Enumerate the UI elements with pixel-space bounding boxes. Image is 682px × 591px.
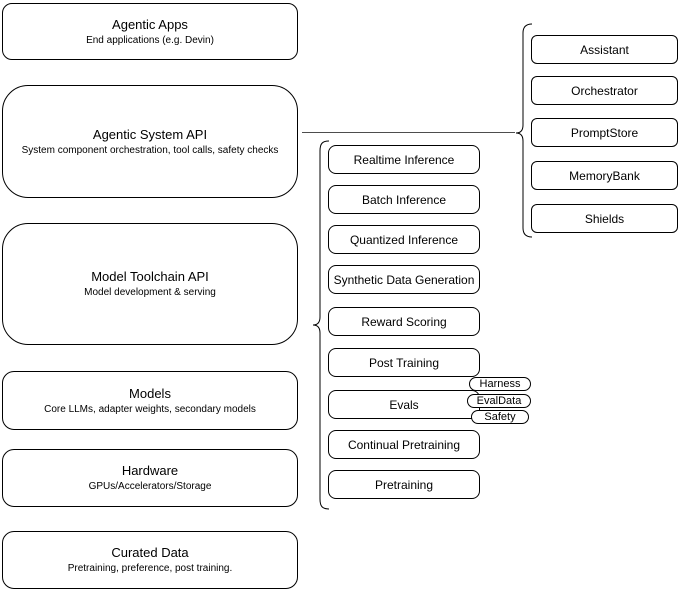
node-quantized-inference[interactable]: Quantized Inference [328,225,480,254]
tag-label: EvalData [476,395,522,407]
node-batch-inference[interactable]: Batch Inference [328,185,480,214]
node-orchestrator[interactable]: Orchestrator [531,76,678,105]
node-models[interactable]: Models Core LLMs, adapter weights, secon… [2,371,298,430]
node-label: Reward Scoring [361,314,447,329]
node-title: Hardware [121,463,179,478]
node-label: Assistant [580,42,629,57]
brace-toolchain-items [312,140,330,510]
node-agentic-apps[interactable]: Agentic Apps End applications (e.g. Devi… [2,3,298,60]
node-title: Agentic Apps [112,16,188,32]
node-hardware[interactable]: Hardware GPUs/Accelerators/Storage [2,449,298,507]
node-model-toolchain-api[interactable]: Model Toolchain API Model development & … [2,223,298,345]
node-subtitle: End applications (e.g. Devin) [86,34,214,46]
node-label: Realtime Inference [353,152,455,167]
tag-safety[interactable]: Safety [471,410,529,424]
node-label: PromptStore [570,125,639,140]
node-evals[interactable]: Evals [328,390,480,419]
node-subtitle: System component orchestration, tool cal… [21,144,279,156]
node-memorybank[interactable]: MemoryBank [531,161,678,190]
tag-label: Safety [484,411,516,423]
node-subtitle: Model development & serving [84,287,216,298]
node-subtitle: Pretraining, preference, post training. [67,563,233,574]
node-label: MemoryBank [569,168,640,183]
node-label: Quantized Inference [349,232,459,247]
node-pretraining[interactable]: Pretraining [328,470,480,499]
node-subtitle: Core LLMs, adapter weights, secondary mo… [44,403,256,415]
node-label: Post Training [368,355,440,370]
node-label: Batch Inference [361,192,447,207]
node-agentic-system-api[interactable]: Agentic System API System component orch… [2,85,298,198]
node-label: Shields [584,211,625,226]
tag-label: Harness [479,378,521,390]
node-synthetic-data-generation[interactable]: Synthetic Data Generation [328,265,480,294]
tag-harness[interactable]: Harness [469,377,531,391]
node-title: Agentic System API [92,126,208,142]
node-label: Pretraining [374,477,434,492]
node-curated-data[interactable]: Curated Data Pretraining, preference, po… [2,531,298,589]
node-reward-scoring[interactable]: Reward Scoring [328,307,480,336]
node-subtitle: GPUs/Accelerators/Storage [88,481,212,492]
node-title: Curated Data [111,545,189,560]
node-post-training[interactable]: Post Training [328,348,480,377]
node-continual-pretraining[interactable]: Continual Pretraining [328,430,480,459]
brace-system-components [515,23,533,238]
node-shields[interactable]: Shields [531,204,678,233]
node-promptstore[interactable]: PromptStore [531,118,678,147]
node-label: Synthetic Data Generation [333,272,475,287]
node-label: Evals [389,397,419,412]
node-assistant[interactable]: Assistant [531,35,678,64]
node-title: Models [129,385,171,401]
tag-evaldata[interactable]: EvalData [467,394,531,408]
node-title: Model Toolchain API [91,269,209,284]
node-realtime-inference[interactable]: Realtime Inference [328,145,480,174]
node-label: Orchestrator [571,83,638,98]
node-label: Continual Pretraining [347,437,461,452]
